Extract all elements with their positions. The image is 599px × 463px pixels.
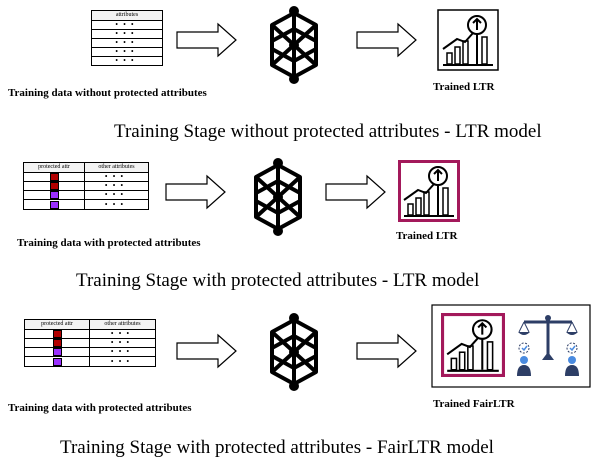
protected-marker-purple (52, 348, 62, 357)
training-data-caption: Training data without protected attribut… (8, 87, 207, 99)
protected-marker-red (52, 330, 62, 339)
table-header: attributes (91, 10, 163, 21)
protected-marker-red (49, 173, 59, 182)
trained-fairltr-caption: Trained FairLTR (433, 398, 515, 410)
trained-ltr-caption: Trained LTR (433, 81, 495, 93)
arrow-right-icon (356, 22, 417, 58)
training-data-caption: Training data with protected attributes (8, 402, 192, 414)
stage-title: Training Stage with protected attributes… (60, 437, 494, 458)
growth-chart-icon (398, 160, 460, 222)
arrow-right-icon (176, 333, 237, 369)
neural-network-icon (270, 313, 318, 391)
col-header-protected: protected attr (23, 162, 85, 173)
arrow-right-icon (165, 174, 226, 210)
balance-scale-icon (517, 315, 579, 376)
arrow-right-icon (325, 174, 386, 210)
training-table-no-protected: attributes ••• ••• ••• ••• ••• (91, 10, 163, 66)
protected-marker-purple (49, 191, 59, 200)
person-icon (517, 342, 531, 376)
neural-network-icon (270, 6, 318, 84)
col-header-protected: protected attr (24, 319, 90, 330)
trained-ltr-caption: Trained LTR (396, 230, 458, 242)
neural-network-icon (254, 158, 302, 236)
person-icon (565, 342, 579, 376)
protected-marker-purple (49, 200, 59, 209)
growth-chart-icon (441, 313, 505, 377)
col-header-other: other attributes (84, 162, 149, 173)
growth-chart-icon (437, 9, 499, 71)
training-data-caption: Training data with protected attributes (17, 237, 201, 249)
stage-title: Training Stage without protected attribu… (114, 121, 542, 142)
stage-title: Training Stage with protected attributes… (76, 270, 480, 291)
protected-marker-purple (52, 357, 62, 366)
col-header-other: other attributes (89, 319, 156, 330)
protected-marker-red (52, 339, 62, 348)
arrow-right-icon (356, 333, 417, 369)
protected-marker-red (49, 182, 59, 191)
arrow-right-icon (176, 22, 237, 58)
